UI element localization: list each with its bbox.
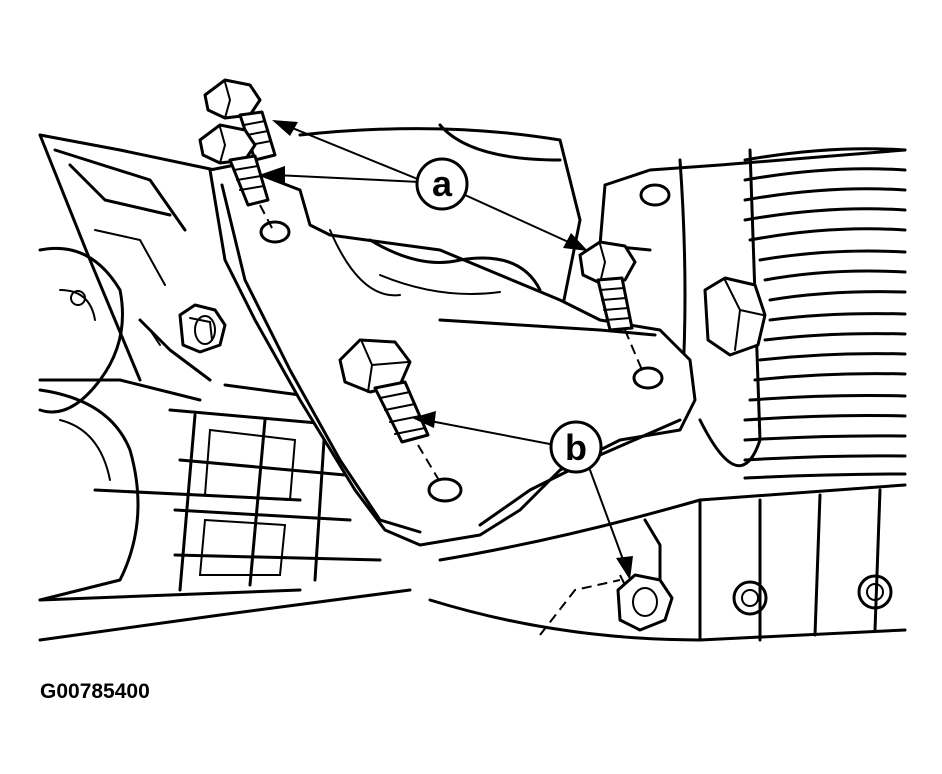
bolt-a-upper-1 xyxy=(203,78,277,162)
callout-a: a xyxy=(415,157,469,211)
callout-a-label: a xyxy=(432,163,453,204)
callout-b-leaders xyxy=(412,411,633,580)
bolt-a-guide xyxy=(259,204,273,229)
engine-block xyxy=(298,123,907,480)
mounting-bracket xyxy=(208,163,697,547)
bolt-b-lower xyxy=(616,573,674,632)
transmission-housing xyxy=(38,133,412,642)
housing-bolt xyxy=(178,303,227,354)
oil-pan xyxy=(428,483,907,642)
bolt-a-right xyxy=(578,240,637,332)
figure-id: G00785400 xyxy=(40,680,150,703)
callout-a-leaders xyxy=(262,120,588,251)
callout-b-label: b xyxy=(565,427,587,468)
bolt-b-left-guide xyxy=(417,444,441,483)
bolt-a-right-guide xyxy=(624,329,643,371)
bolt-a-upper-2 xyxy=(198,123,270,207)
callout-b: b xyxy=(549,420,603,474)
bolt-b-left xyxy=(338,338,430,444)
